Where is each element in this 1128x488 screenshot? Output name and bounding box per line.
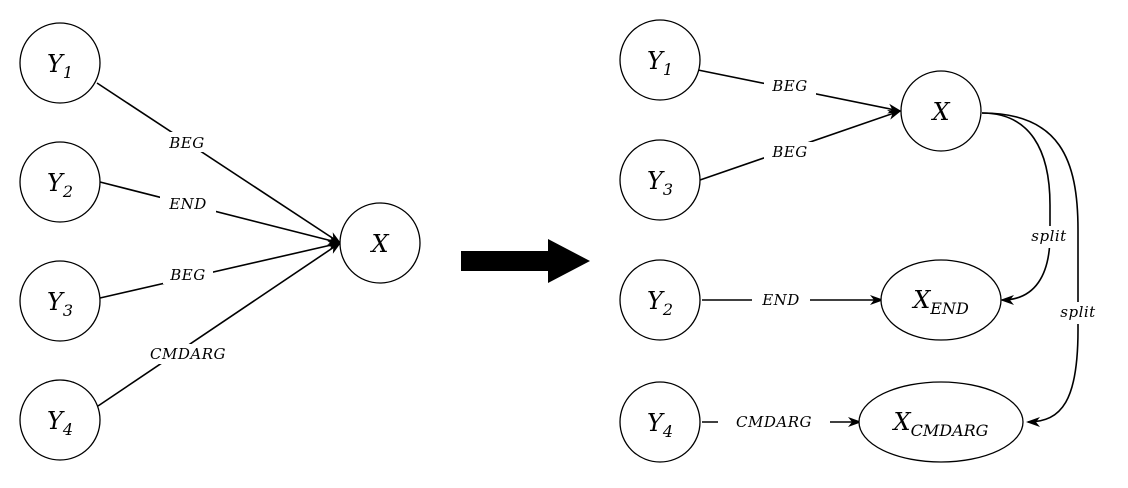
svg-text:Y1: Y1 (47, 50, 73, 82)
edge-label-right-split-1: split (1031, 227, 1067, 245)
edge-left-y3-x (99, 240, 342, 299)
edge-label-right-y2-xend: END (761, 291, 800, 309)
svg-text:X: X (930, 98, 950, 126)
left-diagram: BEG END BEG CMDARG Y1 Y2 Y3 Y4 X (19, 22, 421, 461)
node-right-y2: Y2 (619, 259, 701, 341)
edge-label-right-y3-x: BEG (771, 143, 807, 161)
edge-label-right-y4-xcmdarg: CMDARG (736, 413, 812, 431)
node-right-y4: Y4 (619, 381, 701, 463)
edge-label-left-y1-x: BEG (168, 134, 204, 152)
svg-text:Y3: Y3 (647, 167, 673, 199)
node-right-x-cmdarg: XCMDARG (858, 381, 1024, 463)
node-left-x: X (339, 202, 421, 284)
edge-left-y4-x (97, 241, 342, 407)
svg-text:Y2: Y2 (647, 287, 673, 319)
edge-label-left-y3-x: BEG (169, 266, 205, 284)
svg-text:Y3: Y3 (47, 288, 73, 320)
svg-text:Y4: Y4 (647, 409, 673, 441)
svg-text:XEND: XEND (911, 286, 969, 318)
node-right-y3: Y3 (619, 139, 701, 221)
node-left-y2: Y2 (19, 141, 101, 223)
edge-label-left-y4-x: CMDARG (150, 345, 226, 363)
transform-arrow (461, 239, 590, 283)
node-left-y3: Y3 (19, 260, 101, 342)
svg-text:Y4: Y4 (47, 407, 73, 439)
edge-label-left-y2-x: END (168, 195, 207, 213)
node-right-y1: Y1 (619, 19, 701, 101)
svg-text:Y2: Y2 (47, 169, 73, 201)
svg-text:X: X (369, 230, 389, 258)
edge-right-split-2 (981, 112, 1079, 427)
node-right-x: X (900, 70, 982, 152)
svg-text:XCMDARG: XCMDARG (892, 408, 989, 440)
node-left-y4: Y4 (19, 379, 101, 461)
edge-label-right-y1-x: BEG (771, 77, 807, 95)
edge-left-y1-x (96, 82, 342, 245)
edge-right-split-1 (981, 112, 1051, 305)
edge-label-right-split-2: split (1060, 303, 1096, 321)
svg-text:Y1: Y1 (647, 47, 673, 79)
node-left-y1: Y1 (19, 22, 101, 104)
right-diagram: BEG BEG END CMDARG split split Y1 Y3 Y2 … (619, 19, 1103, 463)
edge-left-y2-x (99, 181, 342, 245)
node-right-x-end: XEND (880, 259, 1002, 341)
